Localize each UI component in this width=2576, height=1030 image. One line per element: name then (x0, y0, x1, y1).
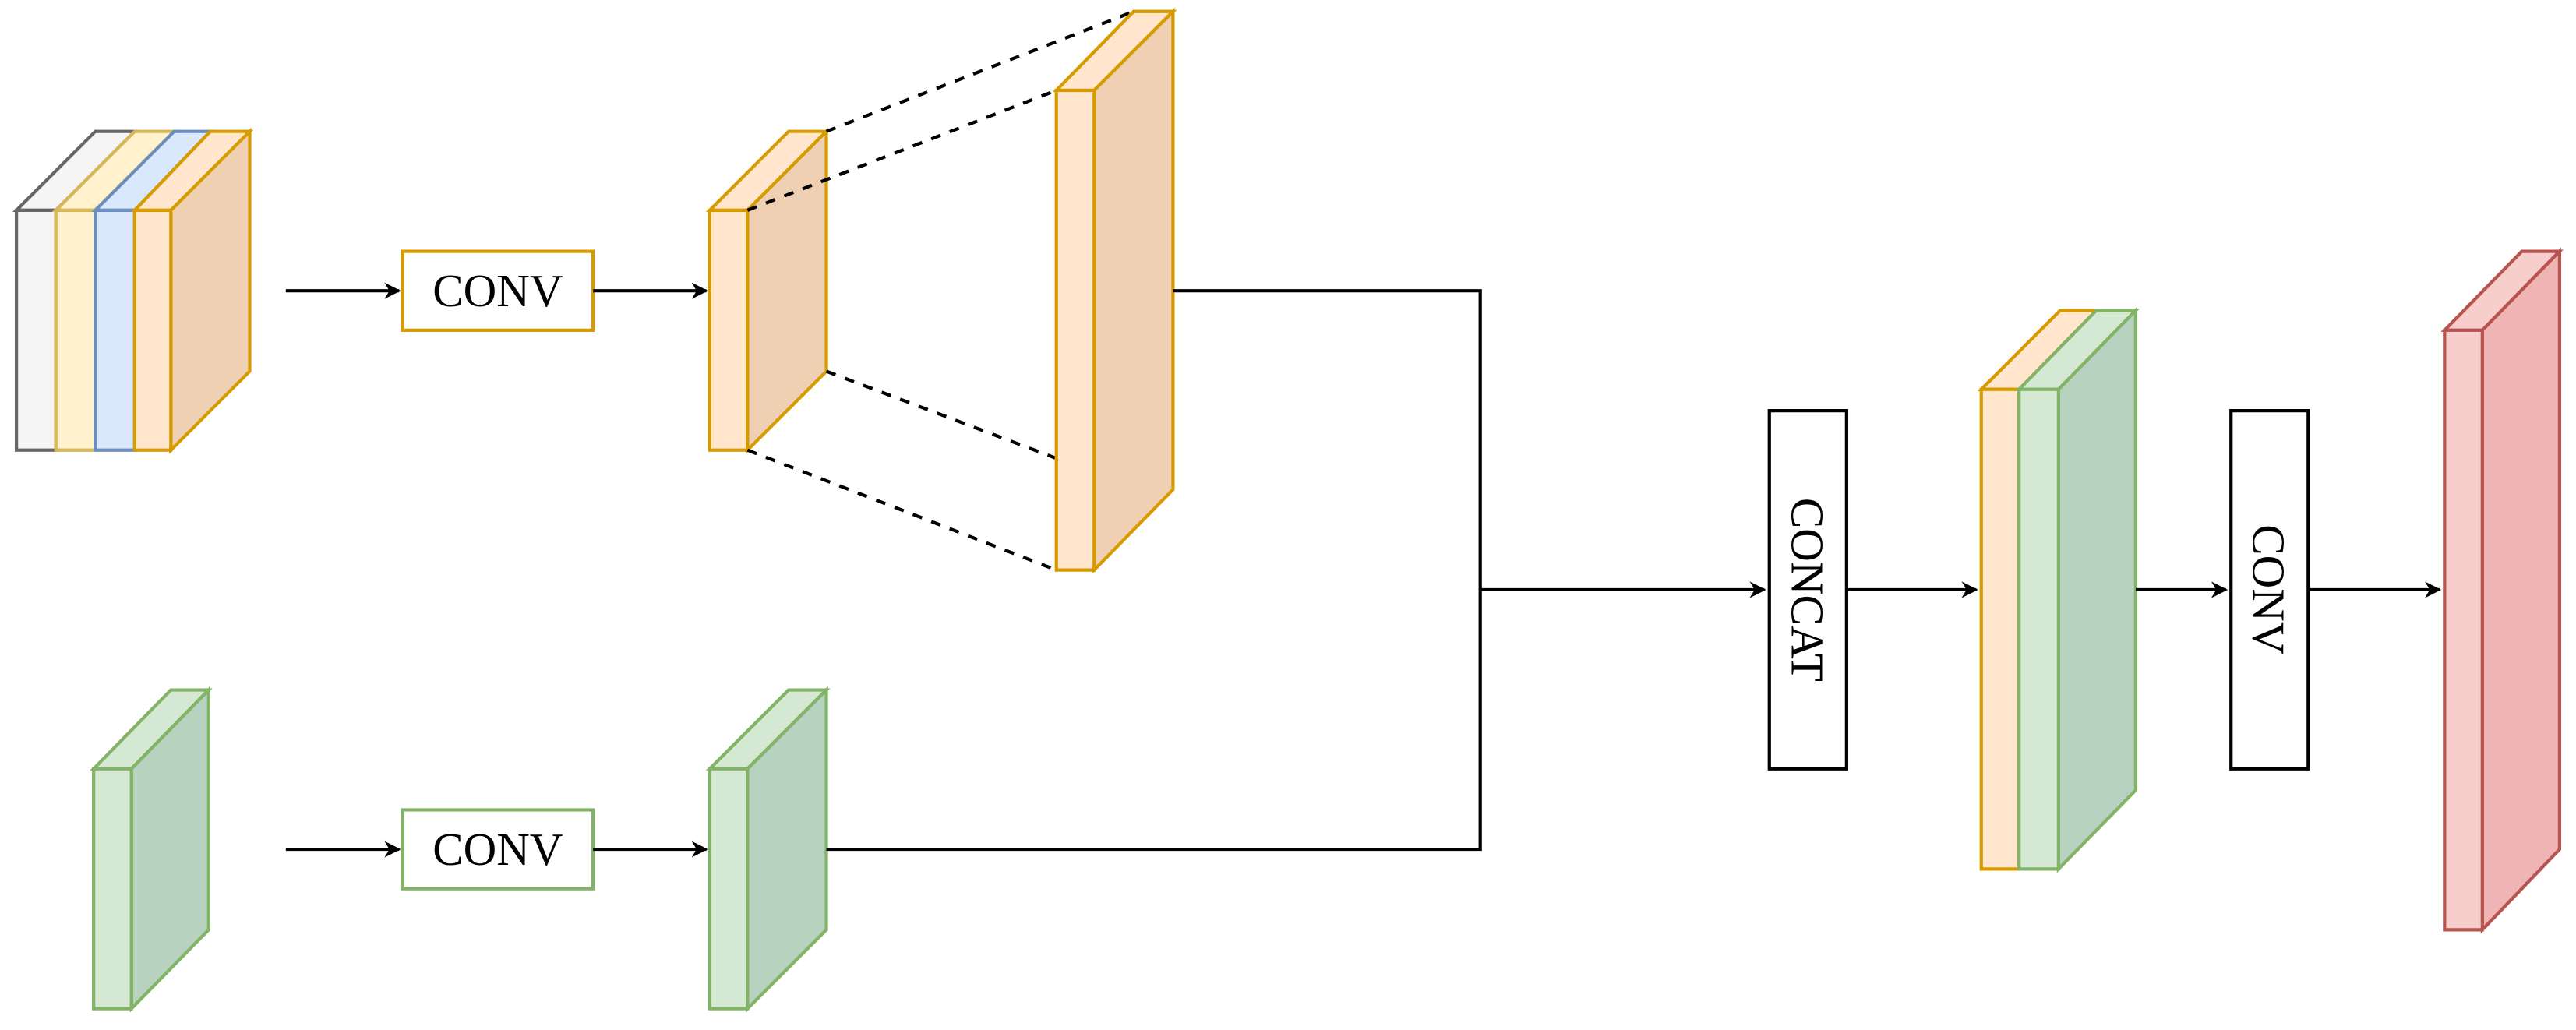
conv-right-label: CONV (2243, 524, 2295, 654)
conv-block-right: CONV (2229, 409, 2310, 771)
input-feature-stack (12, 127, 254, 454)
conv-block-bottom: CONV (401, 808, 595, 891)
input-layer-orange (130, 127, 254, 454)
input-layer-yellow (51, 129, 178, 452)
feature-block-green (705, 686, 831, 1013)
merge-connectors (826, 289, 1766, 852)
feature-block-orange-small (705, 127, 831, 454)
concatenated-feature-block (1977, 306, 2140, 873)
input-block-green (90, 686, 213, 1013)
conv-bottom-label: CONV (432, 824, 563, 875)
conv-block-top: CONV (401, 249, 595, 332)
output-block-red (2440, 247, 2564, 934)
feature-block-orange-large (1052, 7, 1177, 574)
conv-top-label: CONV (432, 265, 563, 316)
concat-label: CONCAT (1781, 498, 1833, 682)
upsample-projection-lines (746, 9, 1134, 572)
input-layer-blue (91, 129, 214, 452)
concat-block: CONCAT (1767, 409, 1848, 771)
